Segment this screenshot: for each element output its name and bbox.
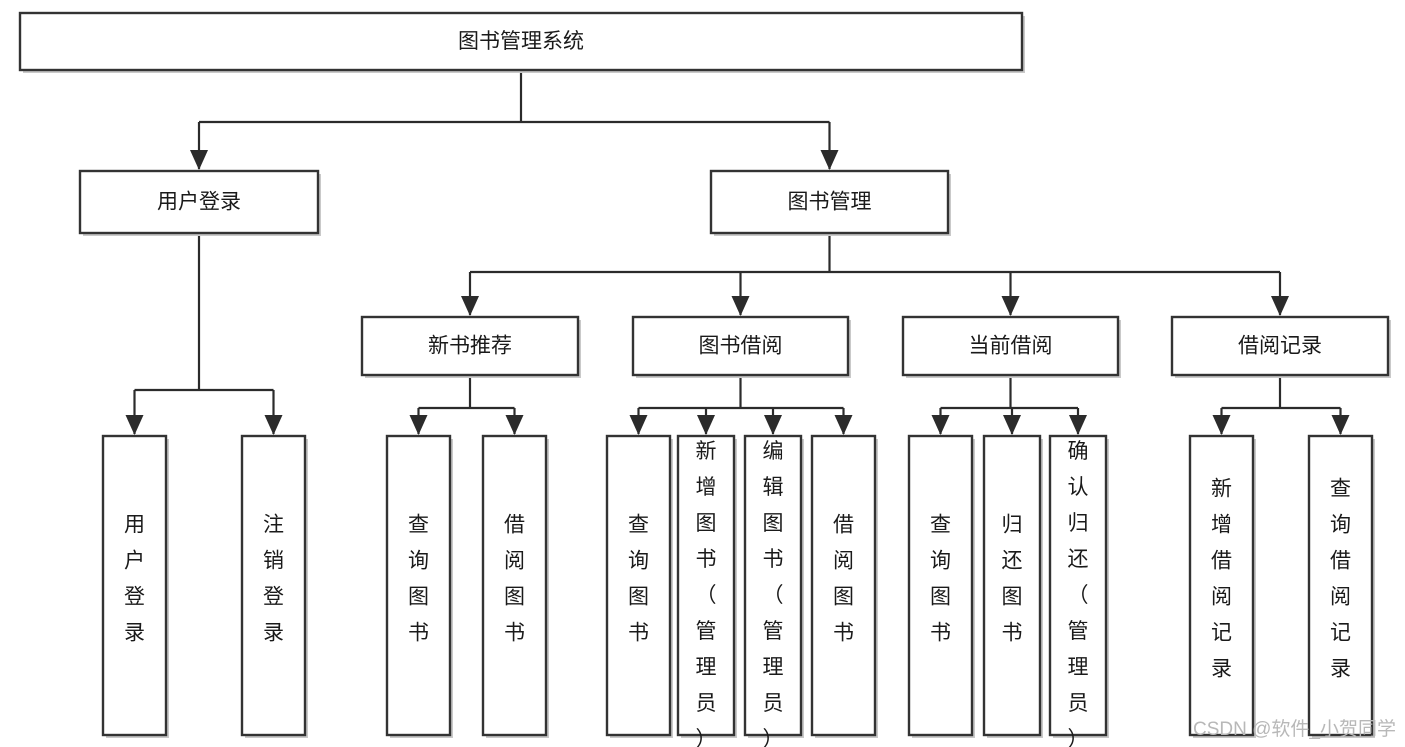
node-label: 图书管理 bbox=[788, 191, 872, 214]
node-label: 借阅记录 bbox=[1238, 335, 1322, 358]
arrow-head-icon bbox=[1212, 415, 1231, 435]
node-leaf-user-login[interactable]: 用户登录 bbox=[101, 434, 169, 738]
arrow-head-icon bbox=[731, 296, 750, 316]
node-leaf-add-record[interactable]: 新增借阅记录 bbox=[1188, 434, 1256, 738]
node-label: 新增借阅记录 bbox=[1211, 478, 1232, 681]
arrow-head-icon bbox=[1331, 415, 1350, 435]
node-label: 注销登录 bbox=[263, 514, 284, 645]
node-label: 查询借阅记录 bbox=[1330, 478, 1351, 681]
node-leaf-edit-book[interactable]: 编辑图书（管理员） bbox=[743, 434, 804, 747]
arrow-head-icon bbox=[820, 150, 839, 170]
node-label: 确认归还（管理员） bbox=[1068, 440, 1089, 747]
node-label: 查询图书 bbox=[628, 514, 649, 645]
node-label: 新增图书（管理员） bbox=[696, 440, 717, 747]
node-leaf-query-record[interactable]: 查询借阅记录 bbox=[1307, 434, 1375, 738]
node-book-management[interactable]: 图书管理 bbox=[709, 169, 951, 236]
arrow-head-icon bbox=[1069, 415, 1087, 435]
connectors-layer bbox=[125, 70, 1350, 435]
arrow-head-icon bbox=[697, 415, 715, 435]
arrow-head-icon bbox=[1001, 296, 1020, 316]
node-label: 查询图书 bbox=[930, 514, 951, 645]
arrow-head-icon bbox=[125, 415, 144, 435]
node-label: 编辑图书（管理员） bbox=[763, 440, 784, 747]
node-label: 借阅图书 bbox=[504, 514, 525, 645]
node-root[interactable]: 图书管理系统 bbox=[18, 11, 1025, 73]
node-leaf-borrow-book-1[interactable]: 借阅图书 bbox=[481, 434, 549, 738]
node-book-borrow[interactable]: 图书借阅 bbox=[631, 315, 851, 378]
node-current-borrow[interactable]: 当前借阅 bbox=[901, 315, 1121, 378]
arrow-head-icon bbox=[629, 415, 648, 435]
node-leaf-borrow-book-2[interactable]: 借阅图书 bbox=[810, 434, 878, 738]
nodes-layer: 图书管理系统用户登录图书管理新书推荐图书借阅当前借阅借阅记录用户登录注销登录查询… bbox=[18, 11, 1391, 747]
arrow-head-icon bbox=[834, 415, 853, 435]
node-leaf-query-book-3[interactable]: 查询图书 bbox=[907, 434, 975, 738]
arrow-head-icon bbox=[931, 415, 950, 435]
node-label: 归还图书 bbox=[1002, 514, 1023, 645]
node-leaf-return-book[interactable]: 归还图书 bbox=[982, 434, 1043, 738]
node-leaf-add-book[interactable]: 新增图书（管理员） bbox=[676, 434, 737, 747]
node-label: 用户登录 bbox=[124, 514, 145, 645]
node-label: 新书推荐 bbox=[428, 335, 512, 358]
node-new-book-recommend[interactable]: 新书推荐 bbox=[360, 315, 581, 378]
arrow-head-icon bbox=[461, 296, 479, 316]
arrow-head-icon bbox=[505, 415, 524, 435]
node-label: 借阅图书 bbox=[833, 514, 854, 645]
node-leaf-query-book-2[interactable]: 查询图书 bbox=[605, 434, 673, 738]
node-user-login[interactable]: 用户登录 bbox=[78, 169, 321, 236]
arrow-head-icon bbox=[1003, 415, 1021, 435]
arrow-head-icon bbox=[1271, 296, 1289, 316]
node-leaf-confirm-return[interactable]: 确认归还（管理员） bbox=[1048, 434, 1109, 747]
arrow-head-icon bbox=[409, 415, 428, 435]
node-borrow-record[interactable]: 借阅记录 bbox=[1170, 315, 1391, 378]
node-label: 用户登录 bbox=[157, 191, 241, 214]
node-leaf-query-book-1[interactable]: 查询图书 bbox=[385, 434, 453, 738]
node-label: 查询图书 bbox=[408, 514, 429, 645]
node-label: 图书管理系统 bbox=[458, 30, 584, 53]
node-label: 当前借阅 bbox=[969, 335, 1053, 358]
arrow-head-icon bbox=[264, 415, 283, 435]
csdn-watermark: CSDN @软件_小贺同学 bbox=[1193, 718, 1396, 740]
arrow-head-icon bbox=[190, 150, 208, 170]
node-label: 图书借阅 bbox=[699, 335, 783, 358]
node-leaf-user-logout[interactable]: 注销登录 bbox=[240, 434, 308, 738]
arrow-head-icon bbox=[764, 415, 782, 435]
